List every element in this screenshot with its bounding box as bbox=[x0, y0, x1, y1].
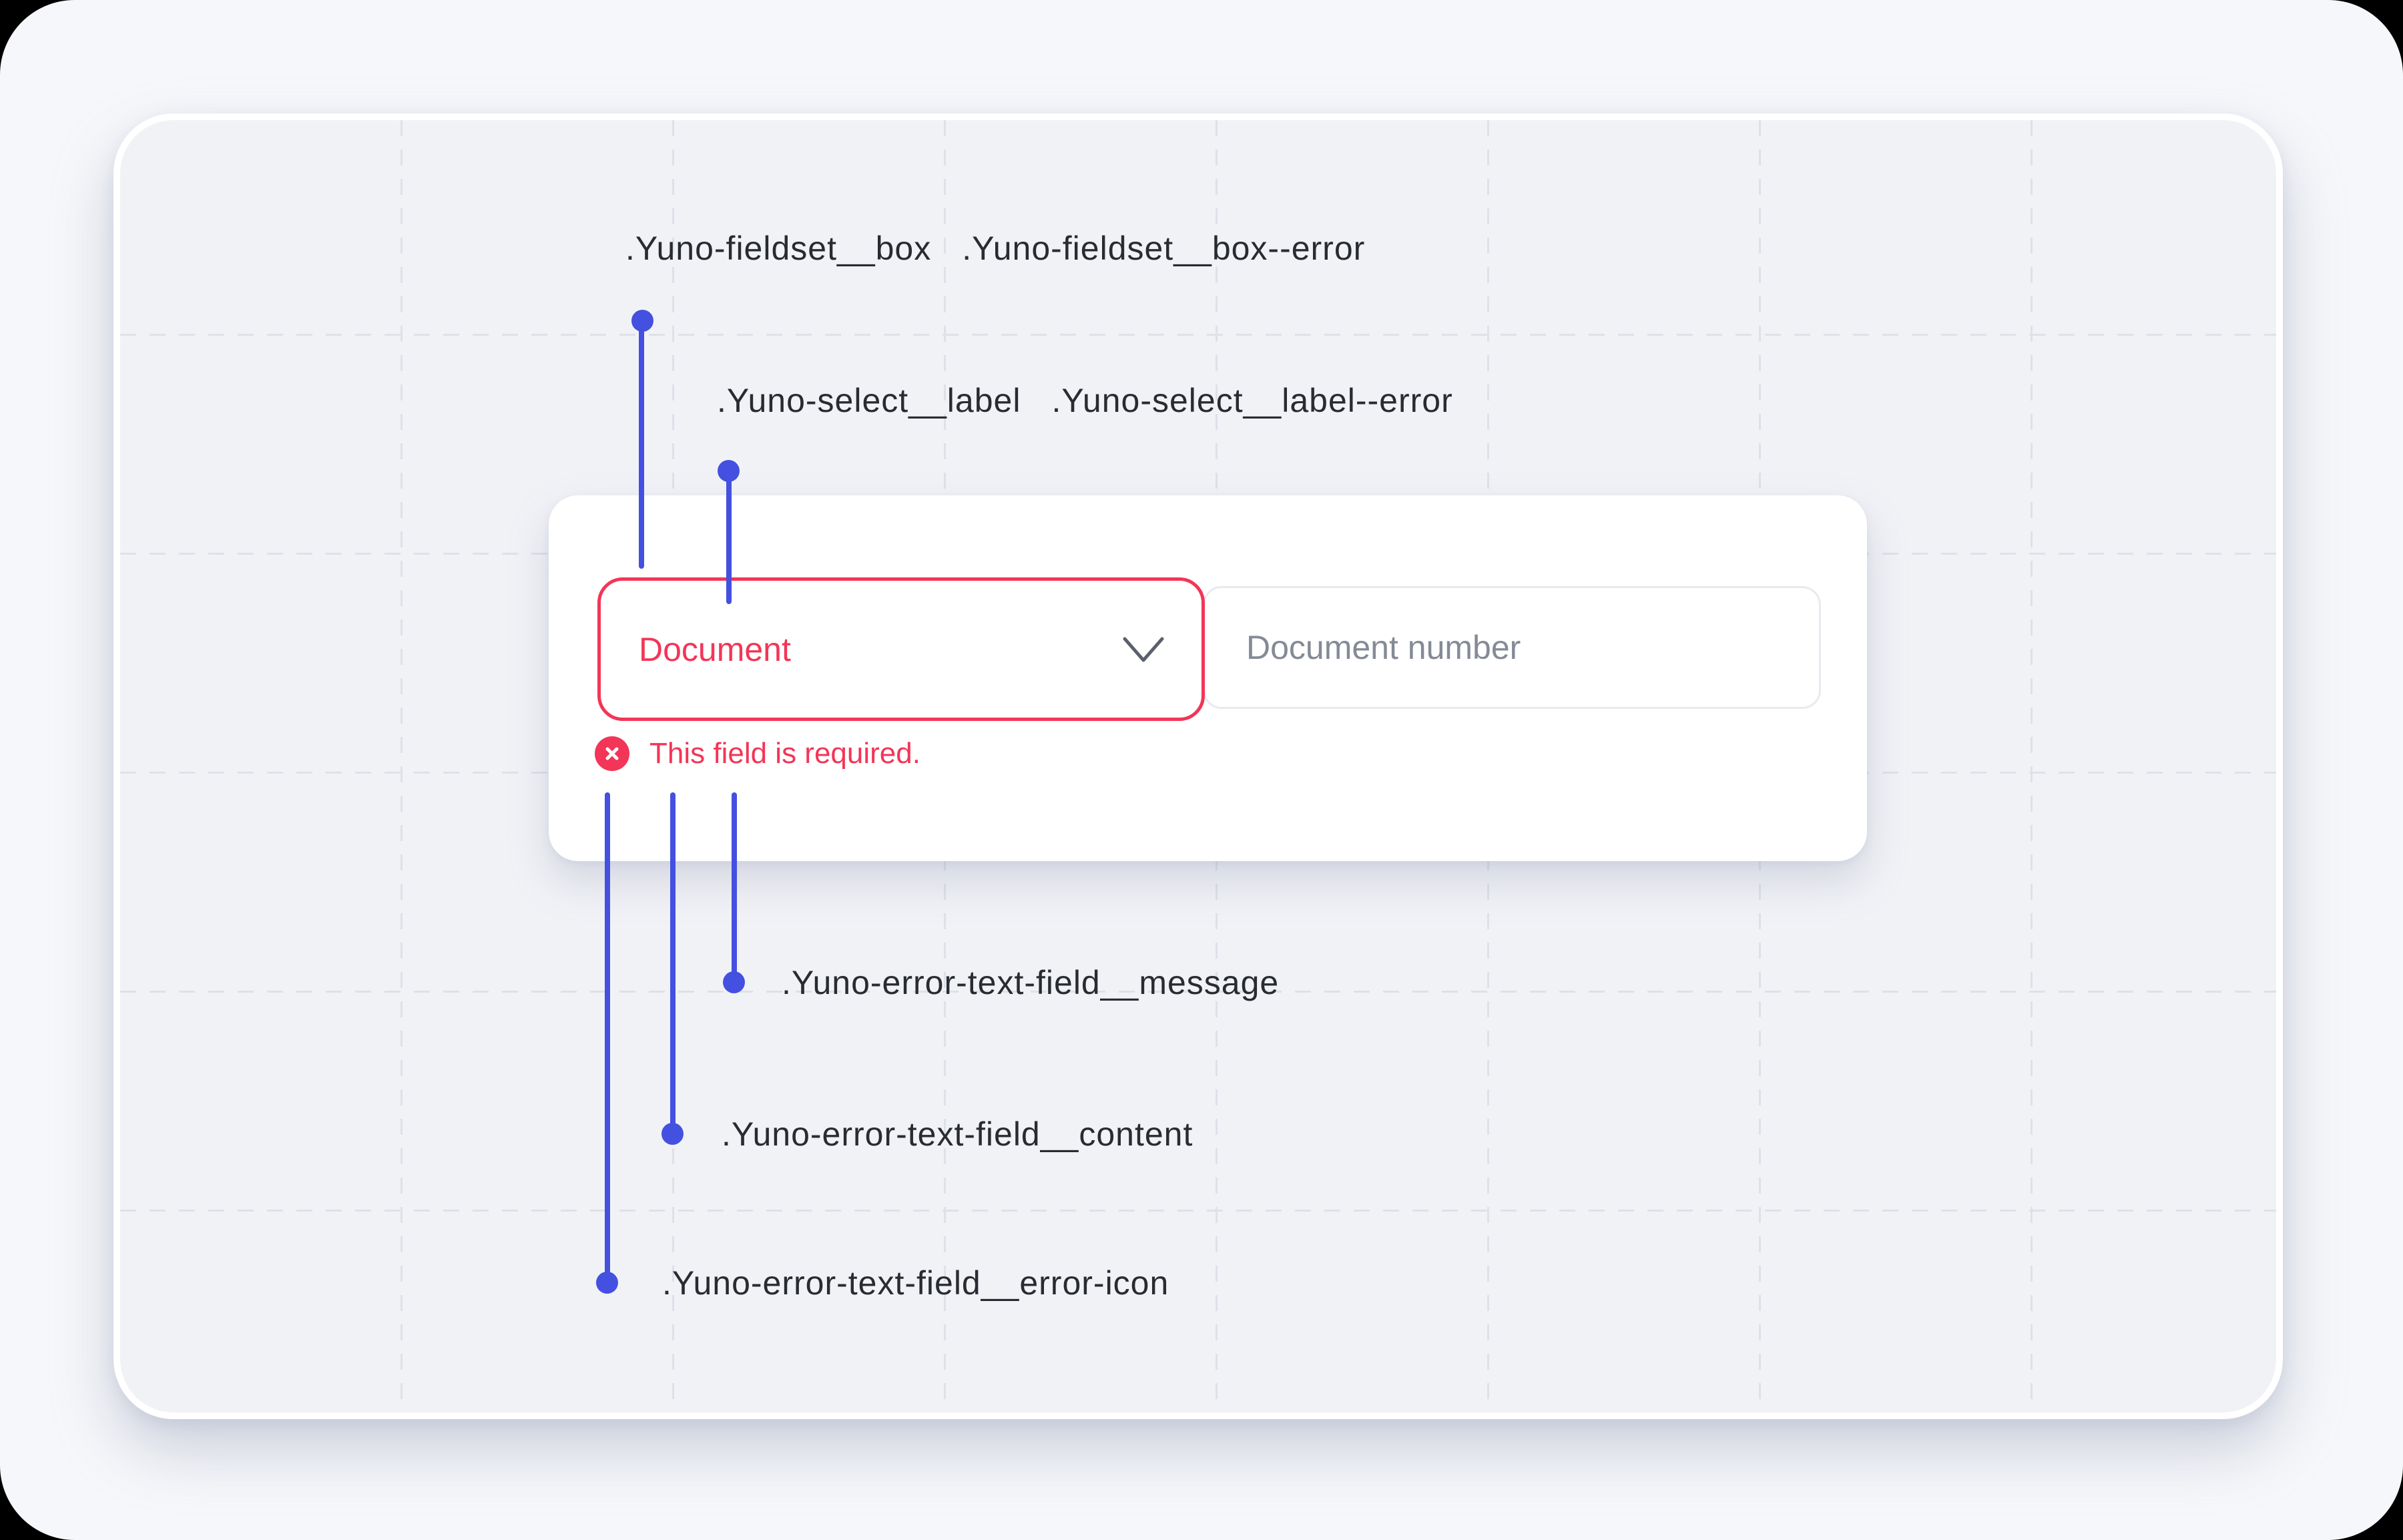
grid-line-horizontal bbox=[120, 334, 2276, 336]
connector-line-error-content bbox=[670, 792, 676, 1134]
connector-line-error-icon bbox=[605, 792, 610, 1283]
label-fieldset-box-modifier: .Yuno-fieldset__box--error bbox=[962, 230, 1366, 267]
label-error-content: .Yuno-error-text-field__content bbox=[722, 1115, 1193, 1153]
grid-line-horizontal bbox=[120, 1210, 2276, 1212]
document-type-select[interactable]: Document bbox=[597, 577, 1205, 721]
label-select-label: .Yuno-select__label .Yuno-select__label--… bbox=[717, 382, 1453, 419]
label-fieldset-box-primary: .Yuno-fieldset__box bbox=[625, 230, 932, 267]
select-value: Document bbox=[639, 630, 791, 668]
label-fieldset-box: .Yuno-fieldset__box .Yuno-fieldset__box--… bbox=[625, 230, 1365, 267]
connector-dot-error-icon bbox=[596, 1272, 618, 1294]
grid-line-horizontal bbox=[120, 991, 2276, 993]
connector-dot-fieldset-box bbox=[631, 310, 653, 332]
chevron-down-icon bbox=[1123, 637, 1164, 662]
label-select-label-primary: .Yuno-select__label bbox=[717, 382, 1021, 419]
document-number-input[interactable] bbox=[1245, 627, 1819, 668]
label-select-label-modifier: .Yuno-select__label--error bbox=[1051, 382, 1453, 419]
label-error-content-text: .Yuno-error-text-field__content bbox=[722, 1115, 1193, 1153]
grid-line-vertical bbox=[2031, 120, 2033, 1413]
label-error-icon-text: .Yuno-error-text-field__error-icon bbox=[662, 1264, 1169, 1302]
label-error-message-text: .Yuno-error-text-field__message bbox=[782, 964, 1280, 1001]
connector-dot-error-message bbox=[723, 971, 745, 993]
label-error-icon-class: .Yuno-error-text-field__error-icon bbox=[662, 1264, 1169, 1302]
connector-line-error-message bbox=[732, 792, 737, 983]
label-error-message: .Yuno-error-text-field__message bbox=[782, 964, 1279, 1001]
validation-error-row: This field is required. bbox=[595, 736, 920, 771]
connector-line-fieldset-box bbox=[639, 321, 644, 569]
error-message-text: This field is required. bbox=[649, 737, 920, 770]
error-x-icon bbox=[595, 736, 629, 771]
document-number-field[interactable] bbox=[1203, 586, 1821, 709]
grid-line-vertical bbox=[400, 120, 403, 1413]
connector-dot-select-label bbox=[718, 460, 740, 482]
connector-line-select-label bbox=[726, 471, 732, 604]
connector-dot-error-content bbox=[661, 1123, 684, 1145]
